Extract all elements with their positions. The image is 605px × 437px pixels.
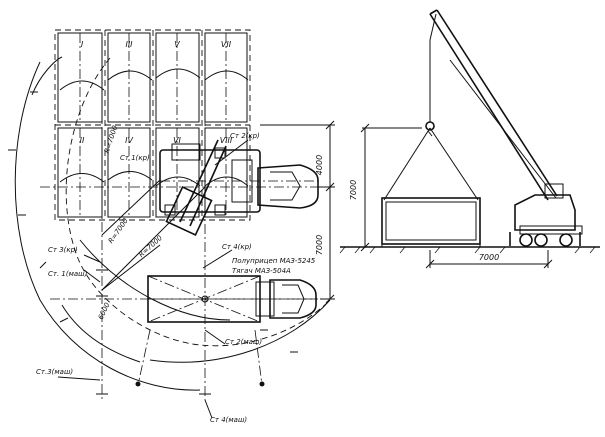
pad-grid — [54, 29, 251, 221]
pad-label: II — [80, 136, 85, 145]
plan-view: I III V VII II IV VI VIII — [8, 29, 335, 424]
pad-label: VIII — [220, 136, 233, 145]
station-label: Ст.3(маш) — [36, 368, 73, 376]
dimension-6000: 6000 — [97, 301, 112, 321]
station-label: Ст 4(маш) — [210, 416, 247, 424]
station-label: Ст 2(маш) — [225, 338, 262, 346]
radius-label: R=7000 — [103, 124, 120, 154]
pad-label: III — [125, 40, 133, 49]
elevation-dimensions — [360, 123, 553, 269]
pad-label: V — [174, 40, 180, 49]
semitrailer-label: Полуприцеп МАЗ-5245 — [232, 257, 316, 265]
dimension-reach-7000: 7000 — [479, 253, 499, 262]
pad-label: VII — [221, 40, 232, 49]
crane-boom — [429, 9, 558, 201]
pad-labels: I III V VII II IV VI VIII — [80, 40, 233, 145]
crane-plan-upper — [159, 139, 319, 237]
station-label: Ст. 1(маш) — [48, 270, 88, 278]
station-label: Ст 3(кр) — [48, 246, 78, 254]
station-label: Ст 1(кр) — [120, 154, 150, 162]
elevation-text: 7000 7000 — [349, 180, 499, 262]
station-label: Ст 2(кр) — [230, 132, 260, 140]
pad-label: I — [81, 40, 84, 49]
dimension-height-7000: 7000 — [349, 180, 358, 200]
radius-label: R=7000 — [107, 216, 130, 244]
dimension-4000: 4000 — [315, 155, 324, 175]
ground-hatch — [339, 246, 596, 254]
station-lines — [40, 60, 335, 419]
slings — [383, 40, 479, 201]
tractor-label: Тягач МАЗ-504А — [232, 267, 291, 275]
pad-label: VI — [173, 136, 181, 145]
crane-truck — [509, 183, 583, 247]
radius-label: R=7000 — [137, 234, 164, 259]
side-elevation: 7000 7000 — [339, 9, 600, 269]
station-label: Ст 4(кр) — [222, 243, 252, 251]
pad-label: IV — [125, 136, 133, 145]
swing-arcs — [8, 56, 331, 391]
load-block — [381, 197, 481, 247]
dimension-7000: 7000 — [315, 235, 324, 255]
plan-dimensions — [260, 120, 335, 304]
